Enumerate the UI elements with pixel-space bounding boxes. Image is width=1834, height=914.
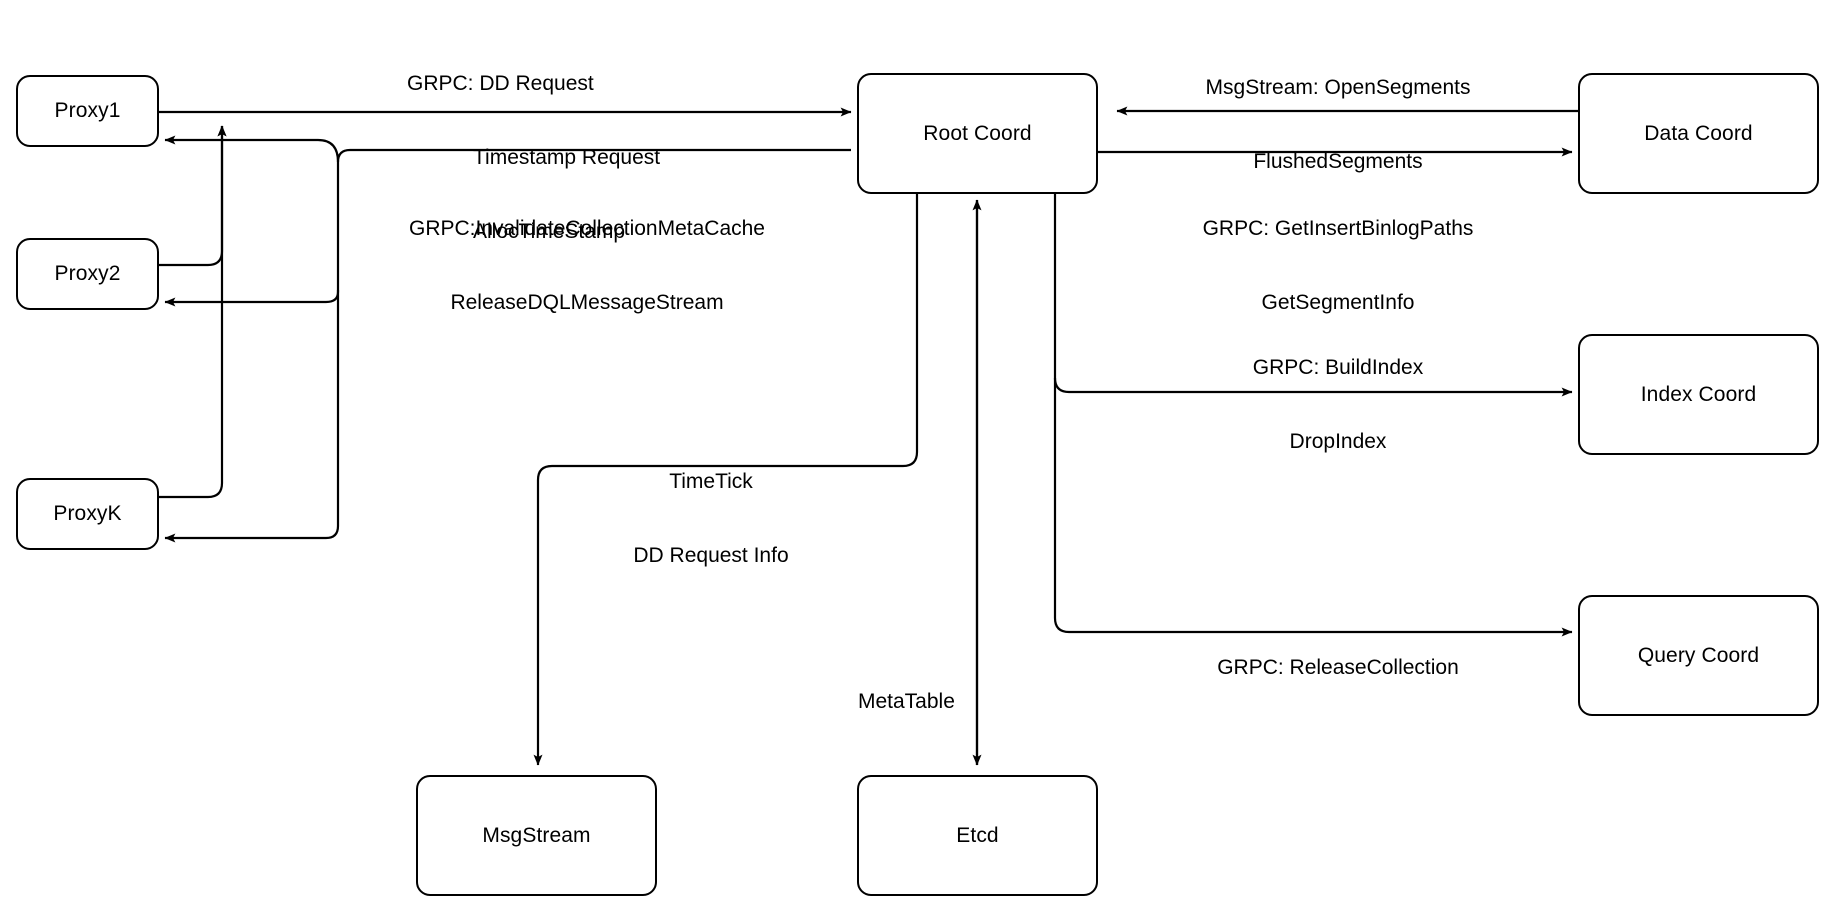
- edge-label-datacoord-to-rootcoord-line1: MsgStream: OpenSegments: [1205, 75, 1471, 99]
- edge-label-rootcoord-to-etcd-line1: MetaTable: [858, 689, 955, 713]
- node-query-coord-label: Query Coord: [1637, 643, 1760, 667]
- wire-rootcoord-to-msgstream: [533, 194, 919, 766]
- edge-label-rootcoord-to-etcd: MetaTable: [858, 640, 955, 764]
- wire-proxy2-to-rootcoord: [159, 125, 227, 267]
- edge-label-rootcoord-to-datacoord-line2: GetSegmentInfo: [1261, 290, 1415, 314]
- node-proxyk-label: ProxyK: [53, 502, 122, 526]
- edge-label-rootcoord-to-msgstream-line1: TimeTick: [669, 469, 753, 493]
- edge-label-rootcoord-to-datacoord-line1: GRPC: GetInsertBinlogPaths: [1202, 216, 1474, 240]
- node-proxyk[interactable]: ProxyK: [16, 478, 159, 550]
- edge-label-rootcoord-to-msgstream-line2: DD Request Info: [633, 543, 789, 567]
- edge-label-rootcoord-to-datacoord: GRPC: GetInsertBinlogPaths GetSegmentInf…: [1115, 167, 1561, 365]
- edge-label-rootcoord-to-msgstream: TimeTick DD Request Info: [580, 420, 842, 618]
- node-query-coord[interactable]: Query Coord: [1578, 595, 1819, 716]
- node-index-coord[interactable]: Index Coord: [1578, 334, 1819, 455]
- wire-rootcoord-right-trunk: [1053, 194, 1573, 637]
- node-etcd[interactable]: Etcd: [857, 775, 1098, 896]
- edge-label-datacoord-to-rootcoord: MsgStream: OpenSegments FlushedSegments: [1115, 26, 1561, 224]
- node-data-coord[interactable]: Data Coord: [1578, 73, 1819, 194]
- edge-label-rootcoord-to-proxy: GRPC:InvalidateCollectionMetaCache Relea…: [382, 167, 792, 365]
- node-index-coord-label: Index Coord: [1640, 382, 1757, 406]
- edge-label-proxy-to-rootcoord-line2: Timestamp Request: [473, 145, 661, 169]
- edge-label-rootcoord-to-indexcoord-line1: GRPC: BuildIndex: [1252, 355, 1424, 379]
- edge-label-rootcoord-to-querycoord-line1: GRPC: ReleaseCollection: [1217, 655, 1459, 679]
- edge-label-rootcoord-to-querycoord: GRPC: ReleaseCollection: [1115, 606, 1561, 730]
- wire-proxyk-to-rootcoord: [159, 125, 227, 499]
- node-proxy1-label: Proxy1: [54, 99, 121, 123]
- wire-rootcoord-to-proxies-trunk: [164, 148, 851, 543]
- node-proxy1[interactable]: Proxy1: [16, 75, 159, 147]
- node-root-coord-label: Root Coord: [923, 121, 1032, 145]
- wire-rootcoord-to-proxy2: [164, 290, 340, 307]
- node-data-coord-label: Data Coord: [1644, 121, 1753, 145]
- edge-label-rootcoord-to-indexcoord: GRPC: BuildIndex DropIndex: [1115, 306, 1561, 504]
- node-msg-stream[interactable]: MsgStream: [416, 775, 657, 896]
- node-proxy2-label: Proxy2: [54, 262, 121, 286]
- wire-rootcoord-to-indexcoord: [1053, 377, 1573, 397]
- wire-rootcoord-to-proxy1: [164, 135, 340, 163]
- node-root-coord[interactable]: Root Coord: [857, 73, 1098, 194]
- edge-label-proxy-to-rootcoord-line1: GRPC: DD Request: [407, 71, 594, 95]
- node-proxy2[interactable]: Proxy2: [16, 238, 159, 310]
- edge-label-rootcoord-to-proxy-line2: ReleaseDQLMessageStream: [450, 290, 724, 314]
- node-etcd-label: Etcd: [956, 823, 999, 847]
- edge-label-rootcoord-to-proxy-line1: GRPC:InvalidateCollectionMetaCache: [408, 216, 765, 240]
- edge-label-proxy-to-rootcoord-line3: AllocTimeStamp: [473, 220, 626, 244]
- node-msg-stream-label: MsgStream: [482, 823, 591, 847]
- edge-label-proxy-to-rootcoord: GRPC: DD Request Timestamp Request Alloc…: [407, 22, 660, 294]
- edge-label-rootcoord-to-indexcoord-line2: DropIndex: [1289, 429, 1387, 453]
- edge-label-datacoord-to-rootcoord-line2: FlushedSegments: [1253, 149, 1423, 173]
